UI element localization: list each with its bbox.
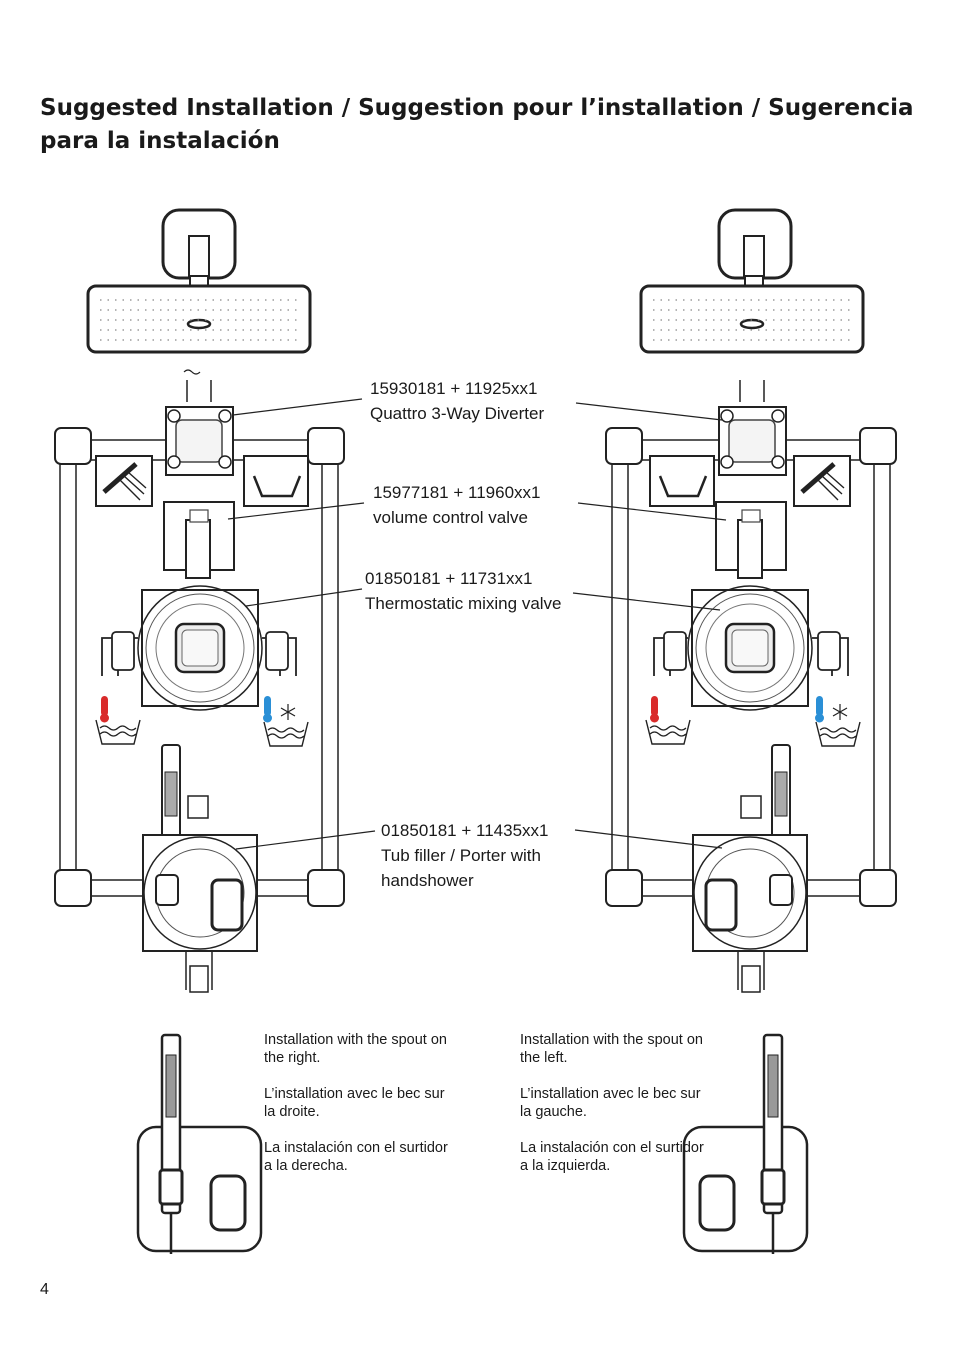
callout-volume-control: 15977181 + 11960xx1 volume control valve: [373, 480, 540, 530]
cold-water-icon: [263, 696, 309, 747]
note-es: La instalación con el surtidor a la dere…: [264, 1140, 448, 1174]
hot-water-icon: [95, 696, 141, 745]
note-fr: L’installation avec le bec sur la droite…: [264, 1086, 445, 1120]
callout-tub-filler: 01850181 + 11435xx1 Tub filler / Porter …: [381, 818, 548, 893]
callout-code: 01850181 + 11435xx1: [381, 821, 549, 840]
note-fr: L’installation avec le bec sur la gauche…: [520, 1086, 701, 1120]
page-number: 4: [40, 1281, 49, 1298]
note-left-spout: Installation with the spout on the left.…: [520, 1031, 710, 1193]
callout-code: 01850181 + 11731xx1: [365, 569, 533, 588]
diverter-icon: [165, 406, 234, 476]
callout-desc: Quattro 3-Way Diverter: [370, 404, 545, 423]
showerhead-icon: [86, 208, 312, 354]
trim-view-right-spout: [136, 1033, 263, 1254]
callout-diverter: 15930181 + 11925xx1 Quattro 3-Way Divert…: [370, 376, 544, 426]
note-es: La instalación con el surtidor a la izqu…: [520, 1140, 704, 1174]
callout-desc: handshower: [381, 871, 474, 890]
note-en: Installation with the spout on the left.: [520, 1032, 703, 1066]
callout-desc: Tub filler / Porter with: [381, 846, 541, 865]
right-assembly: [572, 208, 897, 993]
handshower-icon: [95, 455, 153, 507]
left-assembly: [54, 208, 376, 993]
page-title: Suggested Installation / Suggestion pour…: [40, 95, 914, 154]
thermostatic-valve-icon: [136, 584, 264, 712]
callout-thermostatic: 01850181 + 11731xx1 Thermostatic mixing …: [365, 566, 562, 616]
callout-desc: Thermostatic mixing valve: [365, 594, 562, 613]
callout-code: 15930181 + 11925xx1: [370, 379, 538, 398]
note-en: Installation with the spout on the right…: [264, 1032, 447, 1066]
bathtub-icon: [243, 455, 309, 507]
callout-code: 15977181 + 11960xx1: [373, 483, 541, 502]
callout-desc: volume control valve: [373, 508, 528, 527]
trim-view-left-spout: [682, 1033, 809, 1254]
note-right-spout: Installation with the spout on the right…: [264, 1031, 454, 1193]
